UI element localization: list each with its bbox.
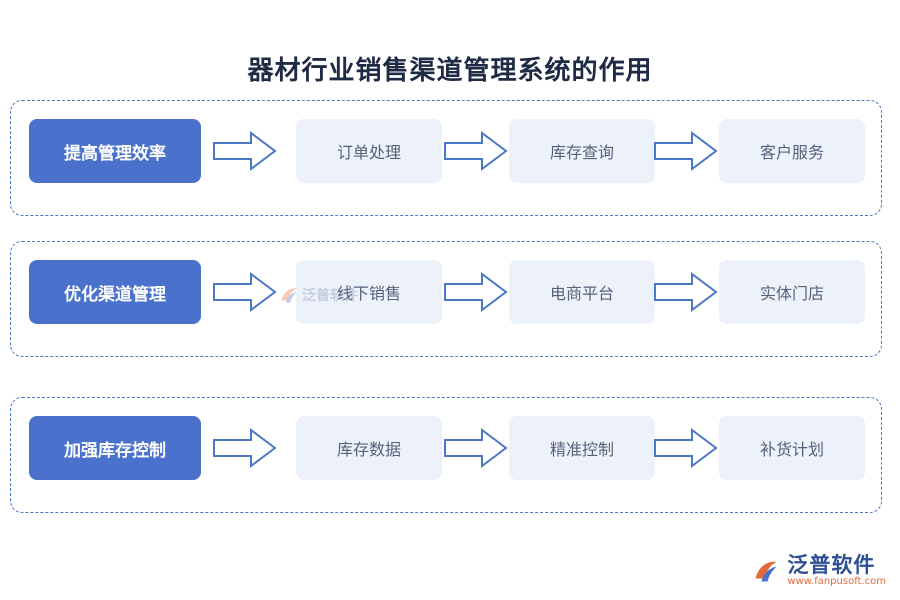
page-title: 器材行业销售渠道管理系统的作用 — [247, 56, 653, 86]
fanpu-logo-icon — [281, 288, 297, 303]
row-head: 提高管理效率 — [29, 119, 201, 183]
step-box: 库存查询 — [509, 119, 655, 183]
right-arrow-icon — [213, 272, 277, 312]
step-box: 补货计划 — [719, 416, 865, 480]
right-arrow-icon — [444, 272, 508, 312]
brand-name: 泛普软件 — [787, 553, 876, 577]
row-inventory: 加强库存控制 库存数据 精准控制 补货计划 — [10, 397, 882, 513]
step-box: 精准控制 — [509, 416, 655, 480]
brand-logo: 泛普软件 www.fanpusoft.com — [751, 554, 886, 588]
step-box: 线下销售 — [296, 260, 442, 324]
step-box: 电商平台 — [509, 260, 655, 324]
row-efficiency: 提高管理效率 订单处理 库存查询 客户服务 — [10, 100, 882, 216]
right-arrow-icon — [654, 131, 718, 171]
right-arrow-icon — [213, 428, 277, 468]
watermark-name: 泛普软件 — [302, 288, 358, 304]
step-box: 库存数据 — [296, 416, 442, 480]
brand-url: www.fanpusoft.com — [787, 576, 886, 587]
step-box: 客户服务 — [719, 119, 865, 183]
fanpu-logo-icon — [755, 561, 777, 582]
step-box: 实体门店 — [719, 260, 865, 324]
right-arrow-icon — [654, 272, 718, 312]
row-head: 优化渠道管理 — [29, 260, 201, 324]
right-arrow-icon — [213, 131, 277, 171]
row-channel: 优化渠道管理 线下销售 电商平台 实体门店 — [10, 241, 882, 357]
right-arrow-icon — [444, 131, 508, 171]
right-arrow-icon — [654, 428, 718, 468]
right-arrow-icon — [444, 428, 508, 468]
row-head: 加强库存控制 — [29, 416, 201, 480]
watermark: 泛普软件 — [278, 284, 358, 306]
step-box: 订单处理 — [296, 119, 442, 183]
